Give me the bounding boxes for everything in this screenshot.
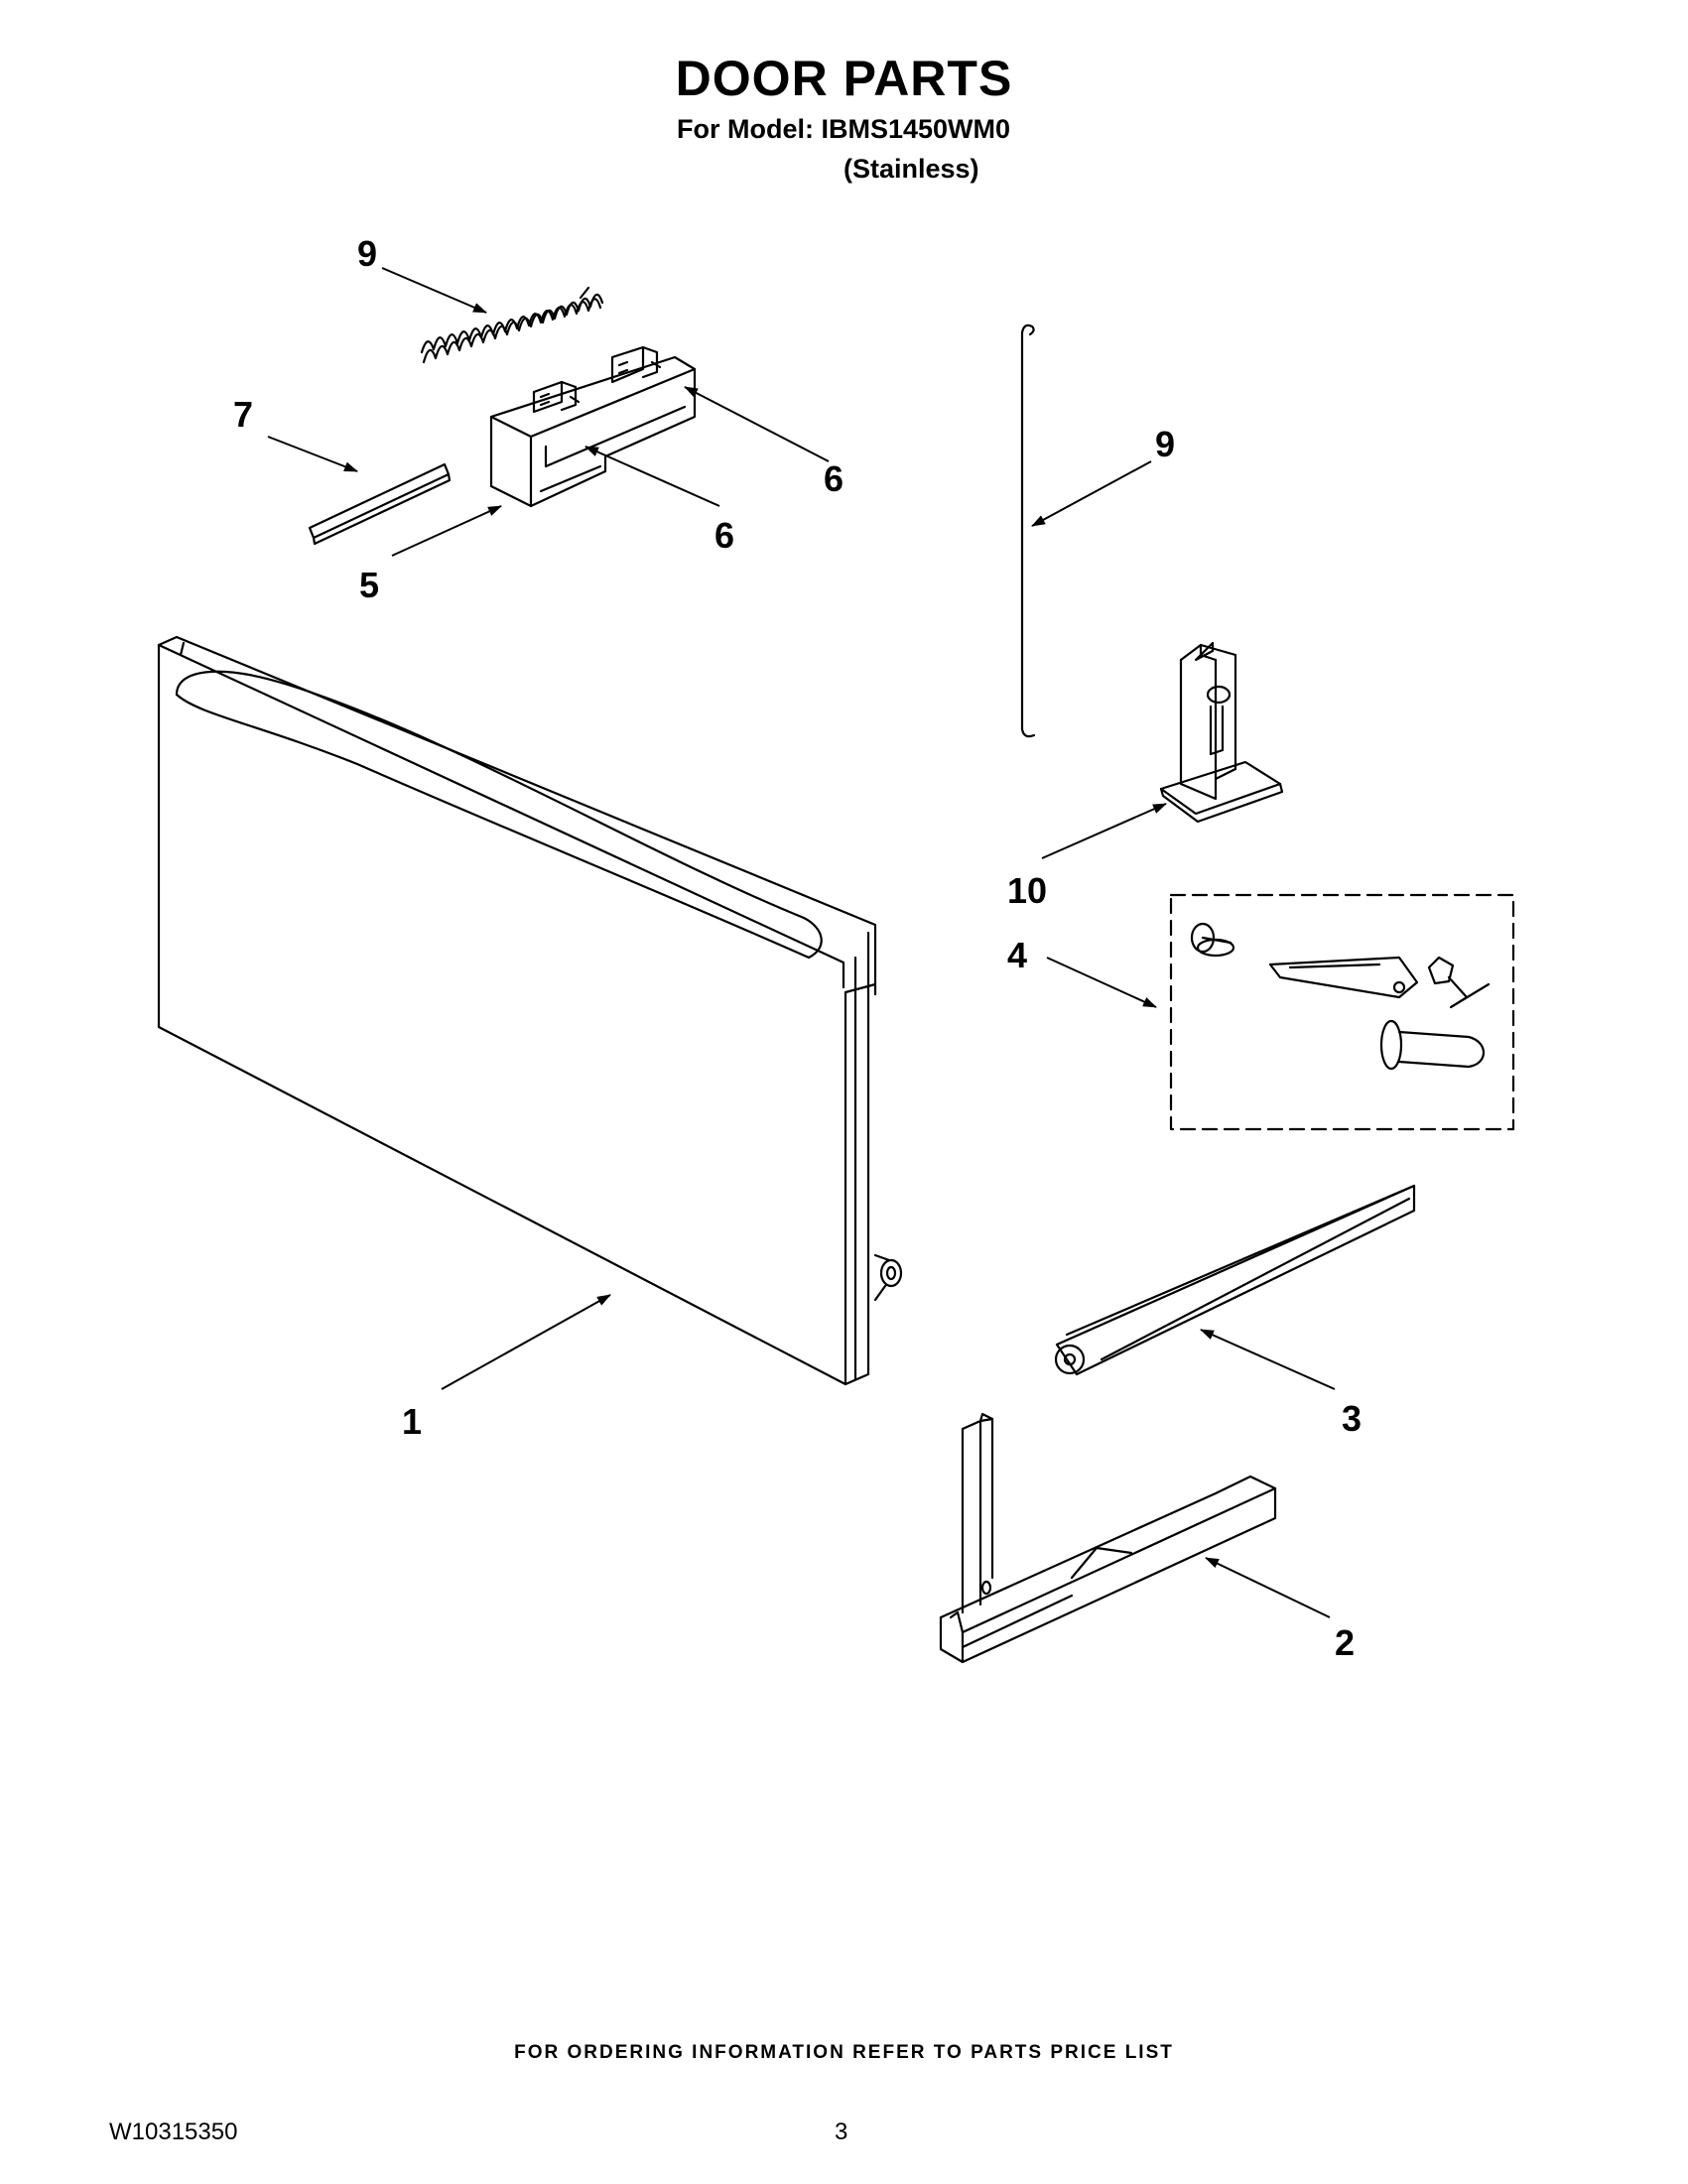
ordering-note: FOR ORDERING INFORMATION REFER TO PARTS … <box>514 2042 1174 2063</box>
callout-4: 4 <box>1007 935 1027 975</box>
callout-6-upper: 6 <box>824 458 844 499</box>
callout-2: 2 <box>1335 1622 1355 1663</box>
callout-6-lower: 6 <box>714 515 734 556</box>
hinge-bracket-part <box>939 1412 1277 1664</box>
model-line: For Model: IBMS1450WM0 <box>677 114 1011 144</box>
trim-strip-part <box>308 462 452 546</box>
callout-1: 1 <box>402 1401 422 1442</box>
rod-part <box>1020 323 1036 738</box>
callout-5: 5 <box>359 565 379 605</box>
callout-10: 10 <box>1007 870 1047 911</box>
hinge-kit-part <box>1169 893 1515 1131</box>
callout-7: 7 <box>233 394 253 435</box>
page-title: DOOR PARTS <box>675 51 1013 106</box>
callout-9: 9 <box>1155 424 1175 464</box>
callout-8: 9 <box>357 233 377 274</box>
document-number: W10315350 <box>109 2119 238 2145</box>
page-number: 3 <box>835 2119 848 2145</box>
door-arm-part <box>1054 1184 1416 1376</box>
callout-3: 3 <box>1342 1398 1362 1439</box>
model-variant: (Stainless) <box>844 154 979 184</box>
door-panel <box>157 635 903 1386</box>
spring-part <box>420 286 604 364</box>
latch-bracket-part <box>1159 641 1284 824</box>
switch-bracket-part <box>489 345 697 508</box>
